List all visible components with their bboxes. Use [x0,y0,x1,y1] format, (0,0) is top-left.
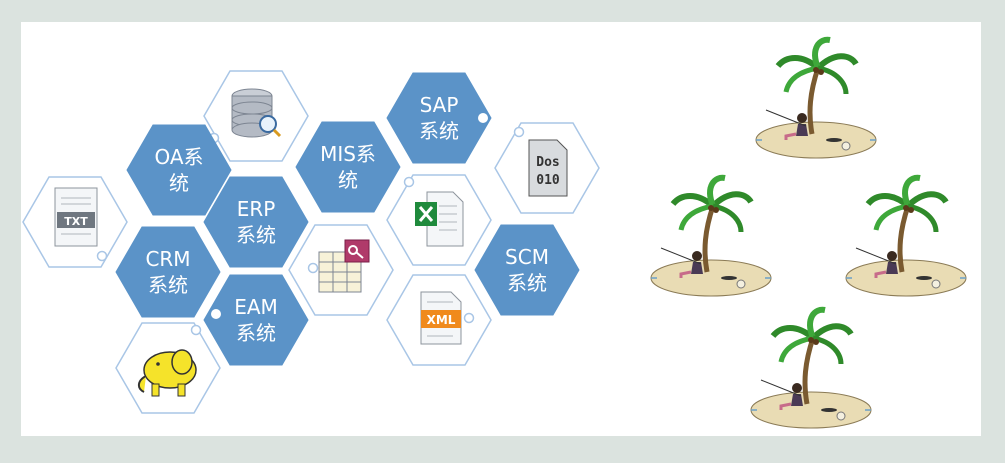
mis-system-label-1: MIS系 [320,142,376,166]
txt-file-icon: TXT [54,187,98,247]
database-search-icon [231,88,282,138]
island-top [756,40,876,158]
scm-system-hex: SCM 系统 [474,224,580,316]
diagram-panel: TXT Dos 010 [21,22,981,436]
oa-system-hex: OA系 统 [126,124,232,216]
xml-icon-label: XML [427,313,456,327]
oa-system-label-1: OA系 [154,145,203,169]
mis-system-hex: MIS系 统 [295,121,401,213]
island-illustration [651,40,966,428]
eam-system-hex: EAM 系统 [203,274,309,366]
sap-system-label-2: 系统 [419,119,459,143]
dos-file-icon: Dos 010 [528,139,568,197]
dos-file-hex: Dos 010 [494,122,600,214]
txt-file-hex: TXT [22,176,128,268]
erp-system-label-1: ERP [237,197,276,221]
scm-system-label-2: 系统 [507,271,547,295]
hadoop-elephant-icon [138,349,197,397]
island-bottom [751,310,871,428]
erp-system-label-2: 系统 [236,223,276,247]
storage-hex [203,70,309,162]
dos-icon-label-1: Dos [536,155,559,170]
dos-icon-label-2: 010 [536,173,560,188]
sap-system-label-1: SAP [420,93,459,117]
oa-system-label-2: 统 [169,171,189,195]
system-silos-diagram: TXT Dos 010 [22,22,981,436]
scm-system-label-1: SCM [505,245,549,269]
sap-system-hex: SAP 系统 [386,72,492,164]
crm-system-label-1: CRM [145,247,190,271]
xml-file-hex: XML [386,274,492,366]
excel-icon [415,191,464,247]
crm-system-hex: CRM 系统 [115,226,221,318]
hadoop-hex [115,322,221,414]
island-left [651,178,771,296]
island-right [846,178,966,296]
erp-system-hex: ERP 系统 [203,176,309,268]
database-table-key-icon [318,239,370,293]
access-table-hex [288,224,394,316]
crm-system-label-2: 系统 [148,273,188,297]
xml-file-icon: XML [420,291,462,345]
excel-file-hex [386,174,492,266]
mis-system-label-2: 统 [338,168,358,192]
txt-icon-label: TXT [64,215,88,228]
eam-system-label-2: 系统 [236,321,276,345]
eam-system-label-1: EAM [234,295,278,319]
